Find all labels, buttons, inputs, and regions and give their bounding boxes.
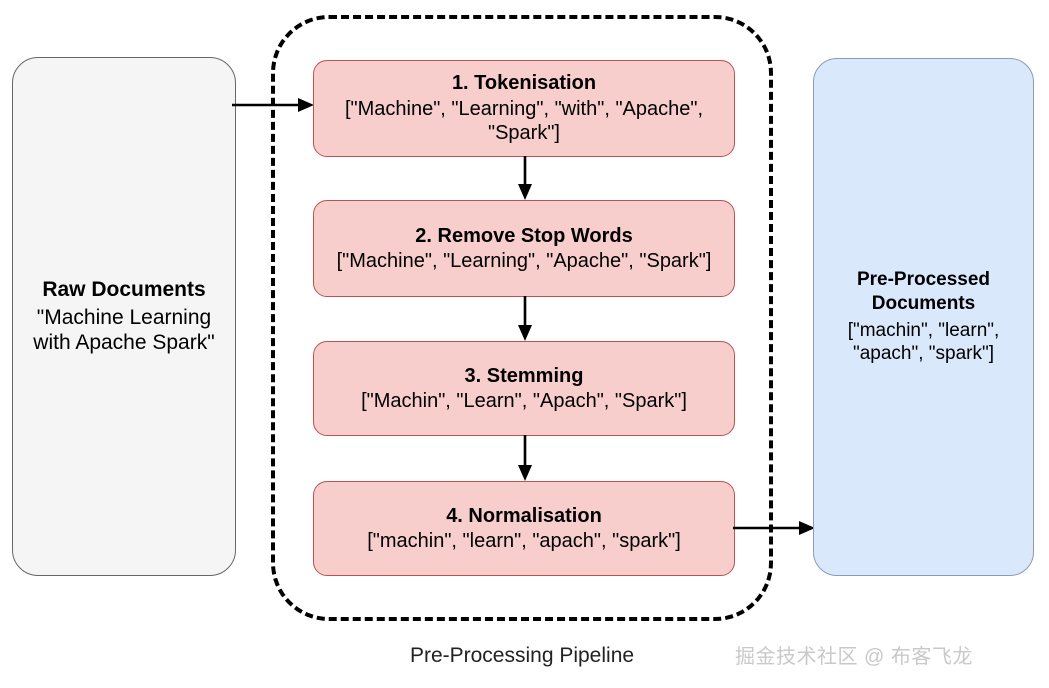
- arrow-normalisation-to-output: [733, 517, 819, 539]
- pipeline-label: Pre-Processing Pipeline: [409, 644, 635, 667]
- step-normalisation: 4. Normalisation ["machin", "learn", "ap…: [313, 481, 735, 576]
- arrow-stemming-to-normalisation: [514, 435, 536, 483]
- step-tokenisation-title: 1. Tokenisation: [451, 72, 597, 95]
- pre-processed-documents-box: Pre-Processed Documents ["machin", "lear…: [813, 58, 1034, 576]
- step-stemming-body: ["Machin", "Learn", "Apach", "Spark"]: [361, 390, 687, 412]
- step-remove-stop-words-title: 2. Remove Stop Words: [415, 224, 633, 247]
- step-tokenisation-body: ["Machine", "Learning", "with", "Apache"…: [344, 97, 704, 145]
- pipeline-container: [271, 15, 773, 621]
- pre-processed-documents-body: ["machin", "learn", "apach", "spark"]: [847, 319, 1000, 365]
- step-stemming: 3. Stemming ["Machin", "Learn", "Apach",…: [313, 341, 735, 436]
- arrow-input-to-tokenisation: [232, 94, 318, 116]
- step-normalisation-body: ["machin", "learn", "apach", "spark"]: [367, 530, 681, 552]
- step-remove-stop-words: 2. Remove Stop Words ["Machine", "Learni…: [313, 200, 735, 297]
- pre-processed-documents-title: Pre-Processed Documents: [856, 269, 991, 314]
- step-remove-stop-words-body: ["Machine", "Learning", "Apache", "Spark…: [336, 250, 712, 272]
- step-stemming-title: 3. Stemming: [464, 364, 584, 387]
- step-tokenisation: 1. Tokenisation ["Machine", "Learning", …: [313, 60, 735, 157]
- arrow-stopwords-to-stemming: [514, 296, 536, 343]
- raw-documents-box: Raw Documents "Machine Learning with Apa…: [12, 57, 236, 576]
- raw-documents-title: Raw Documents: [42, 278, 206, 302]
- watermark: 掘金技术社区 @ 布客飞龙: [735, 646, 973, 668]
- step-normalisation-title: 4. Normalisation: [446, 504, 602, 527]
- arrow-tokenisation-to-stopwords: [514, 156, 536, 202]
- raw-documents-body: "Machine Learning with Apache Spark": [33, 305, 215, 355]
